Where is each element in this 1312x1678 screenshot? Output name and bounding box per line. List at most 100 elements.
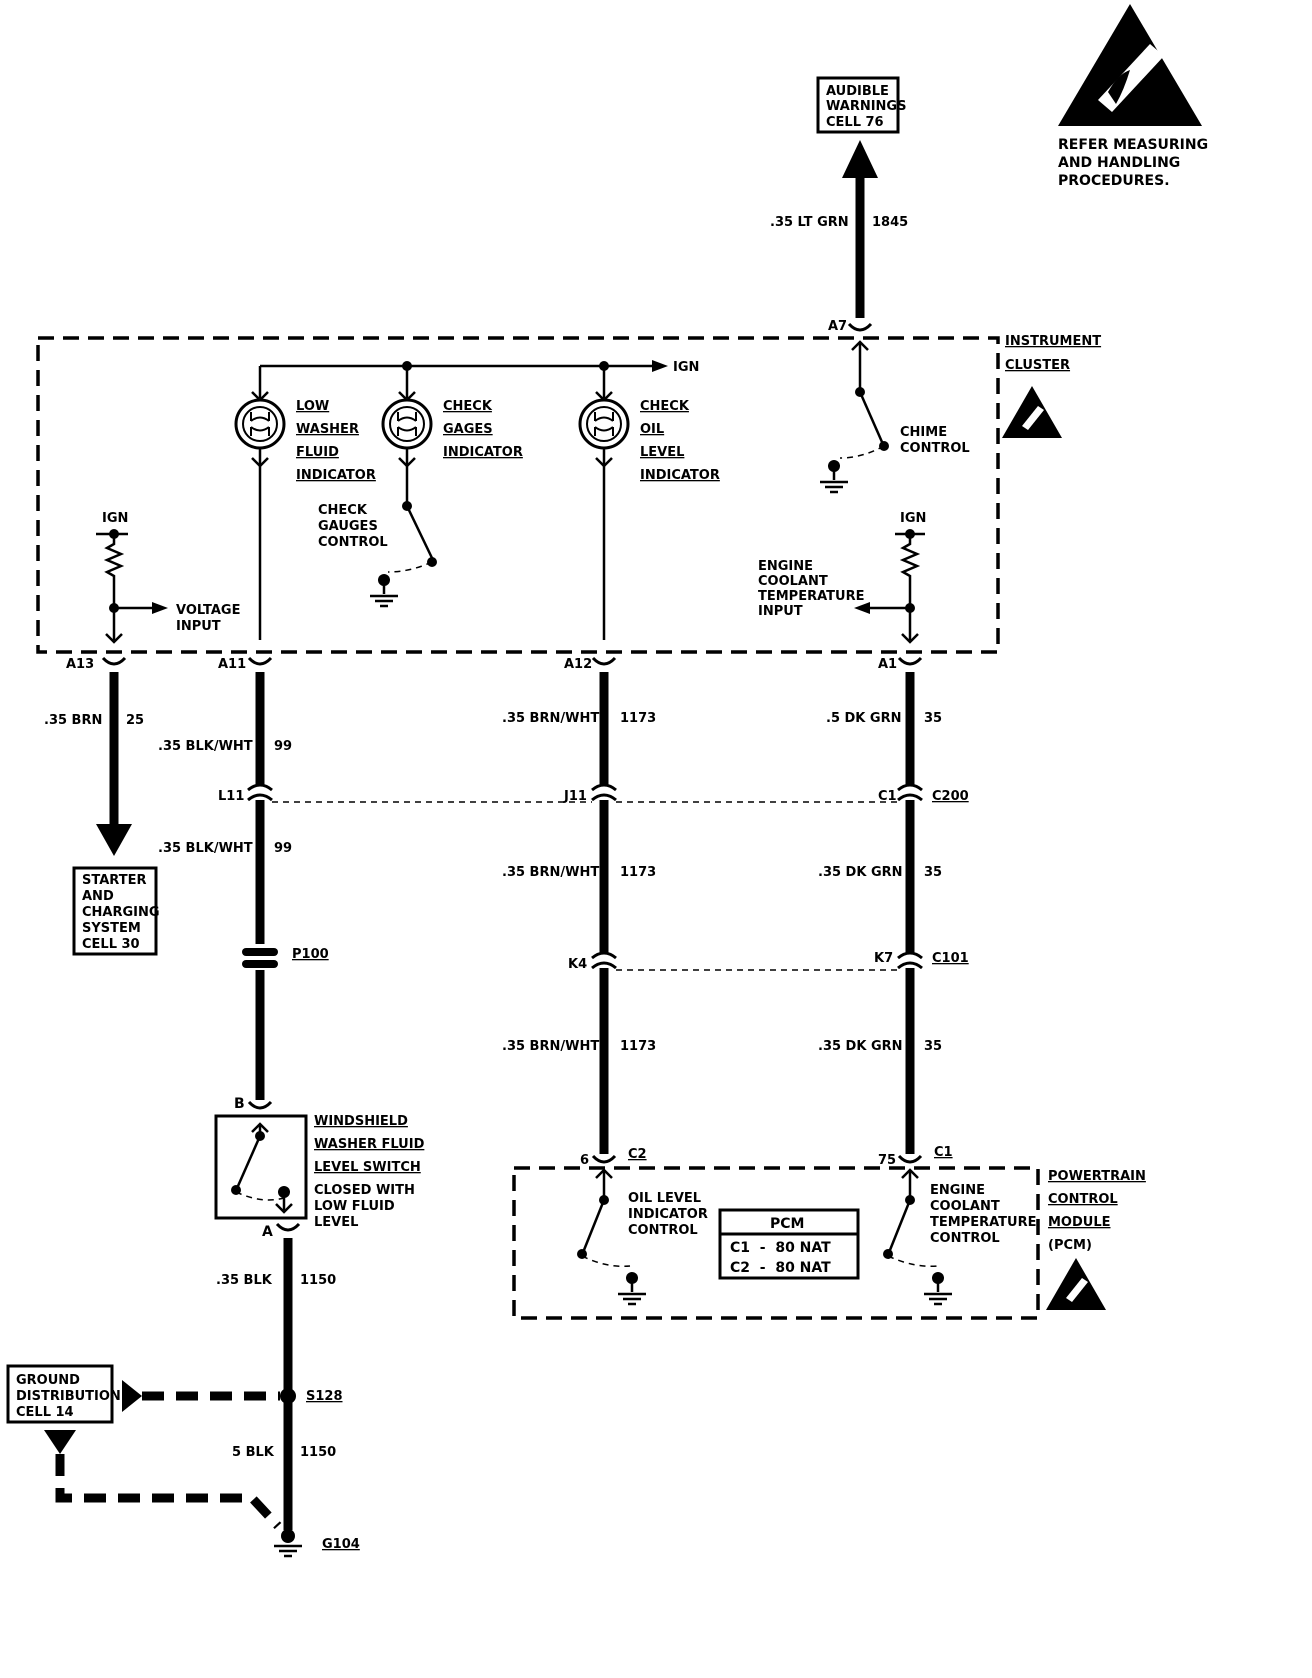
ground-ref-2: DISTRIBUTION <box>16 1389 121 1404</box>
audible-ref-line-1: AUDIBLE <box>826 84 889 99</box>
washer-switch-label-1: WINDSHIELD <box>314 1114 408 1129</box>
pin-a11: A11 <box>218 657 246 672</box>
pin-a13: A13 <box>66 657 94 672</box>
washer-switch-note-3: LEVEL <box>314 1215 358 1230</box>
ect-control-4: CONTROL <box>930 1231 1000 1246</box>
check-gages-bulb-icon <box>381 398 433 450</box>
pcm-esd-icon <box>1046 1258 1106 1310</box>
cluster-label-1: INSTRUMENT <box>1005 334 1101 349</box>
wire-1173c-color: .35 BRN/WHT <box>502 1039 599 1054</box>
wire-1173b-color: .35 BRN/WHT <box>502 865 599 880</box>
wire-1150a-circuit: 1150 <box>300 1273 336 1288</box>
pcm-label-1: POWERTRAIN <box>1048 1169 1146 1184</box>
check-gages-label-2: GAGES <box>443 422 493 437</box>
wire-99a-circuit: 99 <box>274 739 292 754</box>
washer-switch-label-2: WASHER FLUID <box>314 1137 425 1152</box>
wire-1845-color: .35 LT GRN <box>770 215 849 230</box>
wire-1150a-color: .35 BLK <box>216 1273 273 1288</box>
pin-a1: A1 <box>878 657 897 672</box>
voltage-input-2: INPUT <box>176 619 221 634</box>
wire-25-color: .35 BRN <box>44 713 102 728</box>
pin-l11: L11 <box>218 789 244 804</box>
low-washer-label-4: INDICATOR <box>296 468 376 483</box>
pcm-box <box>512 1166 1040 1320</box>
pcm-connector-table: PCM C1 - 80 NAT C2 - 80 NAT <box>718 1208 860 1280</box>
pcm-table-row-2: C2 - 80 NAT <box>730 1260 831 1276</box>
esd-notice-line-1: REFER MEASURING <box>1058 137 1208 153</box>
pin-k4: K4 <box>568 957 587 972</box>
cluster-label-2: CLUSTER <box>1005 358 1070 373</box>
pin-a7: A7 <box>828 319 847 334</box>
ect-input-4: INPUT <box>758 604 803 619</box>
pcm-table-row-1: C1 - 80 NAT <box>730 1240 831 1256</box>
wire-1173a-circuit: 1173 <box>620 711 656 726</box>
splice-s128: S128 <box>306 1389 343 1404</box>
pin-c1-pcm: C1 <box>934 1145 953 1160</box>
starter-ref-1: STARTER <box>82 873 146 888</box>
oil-control-2: INDICATOR <box>628 1207 708 1222</box>
chime-label-2: CONTROL <box>900 441 970 456</box>
instrument-cluster-box <box>36 336 1000 654</box>
pcm-label-4: (PCM) <box>1048 1238 1092 1253</box>
pin-c2: C2 <box>628 1147 647 1162</box>
connector-c101: C101 <box>932 951 969 966</box>
oil-control-1: OIL LEVEL <box>628 1191 701 1206</box>
check-gauges-control-3: CONTROL <box>318 535 388 550</box>
ect-input-3: TEMPERATURE <box>758 589 864 604</box>
starter-charging-ref: STARTER AND CHARGING SYSTEM CELL 30 <box>72 866 160 956</box>
ground-distribution-ref: GROUND DISTRIBUTION CELL 14 <box>6 1364 142 1454</box>
audible-ref-line-3: CELL 76 <box>826 115 884 130</box>
oil-control-3: CONTROL <box>628 1223 698 1238</box>
ground-g104: G104 <box>322 1537 360 1552</box>
wire-99b-color: .35 BLK/WHT <box>158 841 253 856</box>
wire-35a-color: .5 DK GRN <box>826 711 901 726</box>
pin-j11: J11 <box>563 789 587 804</box>
wire-35b-circuit: 35 <box>924 865 942 880</box>
check-oil-bulb-icon <box>578 398 630 450</box>
audible-ref-line-2: WARNINGS <box>826 99 906 114</box>
wire-1173a-color: .35 BRN/WHT <box>502 711 599 726</box>
check-gages-label-1: CHECK <box>443 399 493 414</box>
wire-1173b-circuit: 1173 <box>620 865 656 880</box>
low-washer-label-1: LOW <box>296 399 329 414</box>
check-oil-label-2: OIL <box>640 422 664 437</box>
ign-label-a13: IGN <box>102 511 128 526</box>
ect-control-3: TEMPERATURE <box>930 1215 1036 1230</box>
pin-k7: K7 <box>874 951 893 966</box>
washer-switch-note-2: LOW FLUID <box>314 1199 395 1214</box>
wire-35c-color: .35 DK GRN <box>818 1039 903 1054</box>
wire-25-circuit: 25 <box>126 713 144 728</box>
pin-75: 75 <box>878 1153 896 1168</box>
low-washer-bulb-icon <box>234 398 286 450</box>
ground-ref-1: GROUND <box>16 1373 80 1388</box>
ign-label-bus: IGN <box>673 360 699 375</box>
low-washer-label-2: WASHER <box>296 422 359 437</box>
starter-ref-5: CELL 30 <box>82 937 140 952</box>
pin-p100: P100 <box>292 947 329 962</box>
ign-label-a1: IGN <box>900 511 926 526</box>
check-oil-label-3: LEVEL <box>640 445 684 460</box>
connector-c200: C200 <box>932 789 969 804</box>
audible-warnings-ref: AUDIBLE WARNINGS CELL 76 <box>816 76 906 178</box>
pcm-label-3: MODULE <box>1048 1215 1111 1230</box>
check-oil-label-4: INDICATOR <box>640 468 720 483</box>
ground-ref-3: CELL 14 <box>16 1405 74 1420</box>
starter-ref-4: SYSTEM <box>82 921 141 936</box>
p100-grommet-icon <box>242 948 278 968</box>
check-gages-label-3: INDICATOR <box>443 445 523 460</box>
esd-notice-line-2: AND HANDLING <box>1058 155 1180 171</box>
voltage-input-1: VOLTAGE <box>176 603 241 618</box>
washer-switch-label-3: LEVEL SWITCH <box>314 1160 421 1175</box>
pin-6: 6 <box>580 1153 589 1168</box>
pin-a12: A12 <box>564 657 592 672</box>
pcm-table-title: PCM <box>770 1216 804 1232</box>
wire-1150b-color: 5 BLK <box>232 1445 275 1460</box>
chime-label-1: CHIME <box>900 425 947 440</box>
cluster-esd-icon <box>1002 386 1062 438</box>
wire-35c-circuit: 35 <box>924 1039 942 1054</box>
wire-1845-circuit: 1845 <box>872 215 908 230</box>
wire-1150b-circuit: 1150 <box>300 1445 336 1460</box>
ect-input-1: ENGINE <box>758 559 813 574</box>
wire-1173c-circuit: 1173 <box>620 1039 656 1054</box>
